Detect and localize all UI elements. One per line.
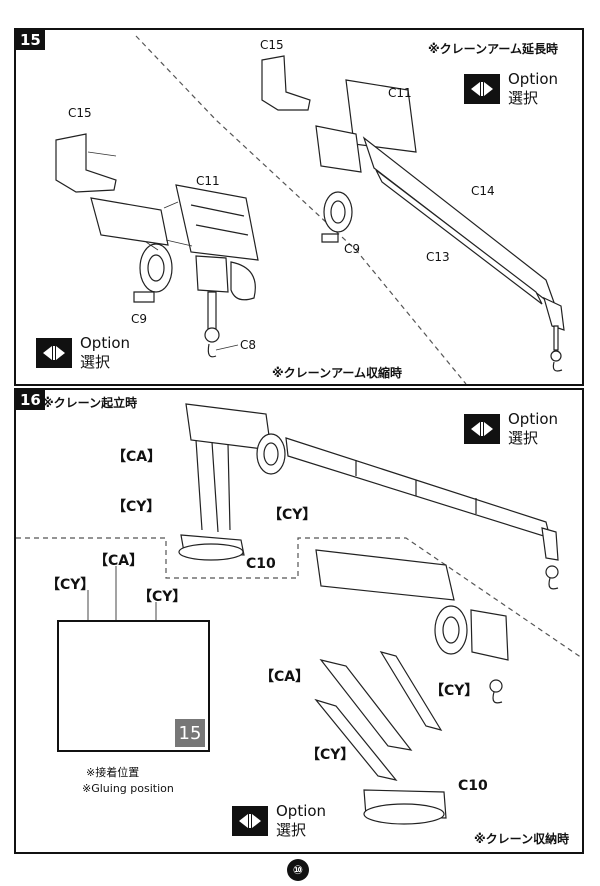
step-15-illustration bbox=[55, 35, 565, 384]
note-crane-raised: ※クレーン起立時 bbox=[42, 396, 138, 410]
option-toggle-icon bbox=[36, 338, 72, 368]
gluing-position-jp: ※接着位置 bbox=[86, 766, 140, 779]
label-c15-left: C15 bbox=[68, 106, 92, 120]
raised-crane-head bbox=[185, 403, 272, 451]
note-arm-extended: ※クレーンアーム延長時 bbox=[428, 42, 558, 56]
stowed-cylinder-cy-1 bbox=[314, 698, 398, 781]
option-label: Option bbox=[80, 334, 131, 352]
label-c9-right: C9 bbox=[344, 242, 361, 256]
label-c13: C13 bbox=[426, 250, 450, 264]
left-crane-parts bbox=[55, 133, 259, 358]
page-number-circle-icon: ⑩ bbox=[287, 859, 309, 881]
option-label: Option bbox=[508, 70, 559, 88]
note-crane-stowed: ※クレーン収納時 bbox=[474, 832, 570, 846]
stowed-crane bbox=[314, 549, 509, 825]
option-badge-step15-bottom: Option 選択 bbox=[36, 334, 130, 372]
option-jp-label: 選択 bbox=[508, 429, 539, 447]
option-toggle-icon bbox=[232, 806, 268, 836]
part-c11-left bbox=[175, 184, 259, 261]
stowed-cylinder-ca bbox=[319, 659, 413, 751]
label-ca-raised: 【CA】 bbox=[112, 449, 162, 465]
inset-label-cy-left: 【CY】 bbox=[46, 577, 95, 593]
inset-label-ca: 【CA】 bbox=[94, 553, 144, 569]
option-toggle-icon bbox=[464, 414, 500, 444]
label-ca-stowed: 【CA】 bbox=[260, 669, 310, 685]
right-crane-boom bbox=[261, 55, 565, 372]
label-cy-raised-right: 【CY】 bbox=[268, 507, 317, 523]
gluing-position-en: ※Gluing position bbox=[82, 782, 174, 795]
label-c14: C14 bbox=[471, 184, 495, 198]
option-badge-step16-bottom: Option 選択 bbox=[232, 802, 326, 840]
label-c9-left: C9 bbox=[131, 312, 148, 326]
step-15-number: 15 bbox=[16, 30, 45, 50]
part-body-left bbox=[90, 197, 169, 246]
part-c13 bbox=[375, 169, 543, 305]
part-c15-right bbox=[261, 55, 311, 111]
gluing-inset-box: 15 bbox=[57, 620, 210, 752]
raised-crane bbox=[178, 403, 559, 590]
option-jp-label: 選択 bbox=[508, 89, 539, 107]
inset-step-reference: 15 bbox=[175, 719, 205, 747]
step-16-divider bbox=[16, 537, 582, 659]
boom-hook-right bbox=[550, 350, 562, 362]
label-c11-right: C11 bbox=[388, 86, 412, 100]
note-arm-retracted: ※クレーンアーム収縮時 bbox=[272, 366, 402, 380]
option-badge-step16-top: Option 選択 bbox=[464, 410, 558, 448]
part-c14 bbox=[362, 136, 558, 310]
part-c11-right bbox=[345, 79, 417, 153]
option-jp-label: 選択 bbox=[276, 821, 307, 839]
part-c15-left bbox=[55, 133, 117, 193]
step-16-number: 16 bbox=[16, 390, 45, 410]
label-cy-raised-left: 【CY】 bbox=[112, 499, 161, 515]
option-jp-label: 選択 bbox=[80, 353, 111, 371]
label-c8: C8 bbox=[240, 338, 257, 352]
label-cy-stowed-left: 【CY】 bbox=[306, 747, 355, 763]
label-c15-right: C15 bbox=[260, 38, 284, 52]
stowed-crane-boom bbox=[315, 549, 455, 601]
option-label: Option bbox=[276, 802, 327, 820]
raised-crane-boom bbox=[285, 437, 551, 539]
option-label: Option bbox=[508, 410, 559, 428]
part-c8-bracket bbox=[195, 255, 229, 293]
label-c11-left: C11 bbox=[196, 174, 220, 188]
part-c8-hook bbox=[204, 327, 220, 343]
raised-crane-cylinders bbox=[195, 439, 231, 533]
option-toggle-icon bbox=[464, 74, 500, 104]
step-15-divider bbox=[135, 35, 467, 384]
stowed-cylinder-cy-2 bbox=[379, 651, 443, 731]
step-15-panel: 15 bbox=[14, 28, 584, 386]
label-c10-raised: C10 bbox=[246, 556, 276, 572]
inset-label-cy-right: 【CY】 bbox=[138, 589, 187, 605]
label-cy-stowed-right: 【CY】 bbox=[430, 683, 479, 699]
label-c10-stowed: C10 bbox=[458, 778, 488, 794]
option-badge-step15-top: Option 選択 bbox=[464, 70, 558, 108]
